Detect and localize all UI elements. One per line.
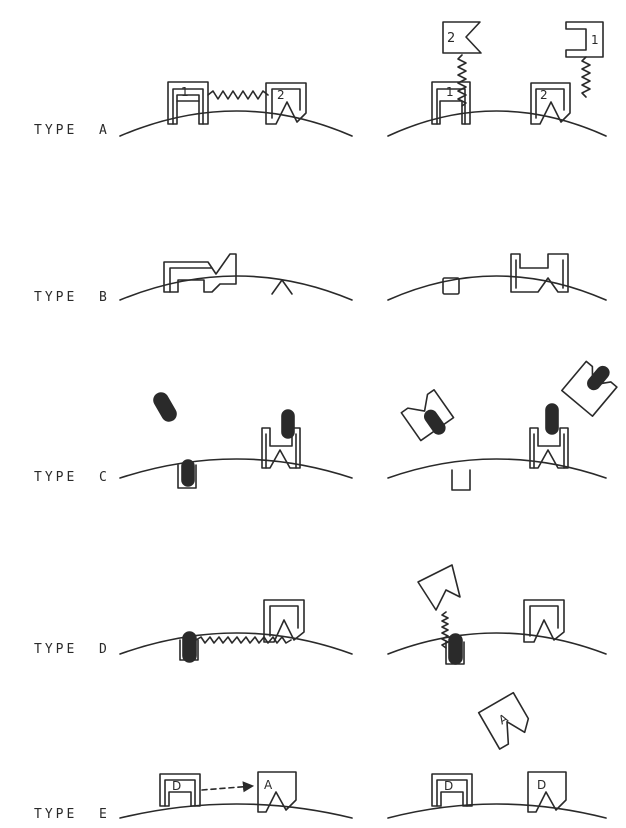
receptor-ligand-pill	[282, 410, 294, 438]
cell-surface-curve	[120, 804, 352, 818]
dashed-arrow	[202, 786, 253, 790]
empty-pocket	[452, 470, 470, 490]
cell-surface-curve	[388, 459, 606, 478]
type-a-right: 2 1 1 2	[388, 22, 606, 136]
receptor-1-label: 1	[181, 85, 189, 99]
receptor-A-label: A	[264, 778, 273, 792]
receptor-2-label: 2	[277, 88, 285, 102]
type-c-left	[120, 391, 352, 488]
ligand-triangle	[272, 280, 292, 294]
cell-surface-curve	[120, 111, 352, 136]
cell-surface-curve	[388, 111, 606, 136]
receptor-D2-label: D	[537, 778, 546, 792]
type-d-left	[120, 600, 352, 662]
type-a-left: 1 2	[120, 82, 352, 136]
spring-d-right	[442, 612, 448, 648]
anchored-ligand-pill-d	[449, 634, 462, 664]
receptor-u-shape	[511, 254, 568, 292]
link-spring	[196, 637, 291, 643]
tilted-ligand-pill	[422, 408, 447, 436]
anchored-ligand-pill	[183, 632, 196, 662]
bound-1-label: 1	[446, 85, 454, 99]
bound-ligand-pill	[182, 460, 194, 486]
floating-A-label: A	[496, 711, 511, 728]
tilted-receptor-group	[401, 390, 457, 446]
link-spring	[208, 91, 268, 99]
cell-surface-curve	[120, 633, 352, 654]
bound-2-label: 2	[540, 88, 548, 102]
receptor-D-label: D	[172, 779, 181, 793]
fused-receptor	[164, 254, 236, 292]
receptor-D1-label: D	[444, 779, 453, 793]
type-b-right	[388, 254, 606, 300]
upright-ligand-pill	[546, 404, 558, 434]
far-tilted-receptor-group	[562, 355, 622, 416]
cell-surface-curve	[388, 276, 606, 300]
type-c-right	[388, 355, 622, 490]
floating-receptor-d	[418, 565, 460, 610]
type-e-right: A D D	[388, 693, 606, 818]
floating-1-label: 1	[591, 33, 599, 47]
far-tilted-ligand-pill	[585, 364, 611, 392]
floating-2-label: 2	[447, 31, 455, 46]
type-b-left	[120, 254, 352, 300]
free-ligand-pill	[151, 391, 178, 424]
cell-surface-curve	[388, 804, 606, 818]
cell-surface-curve	[388, 633, 606, 654]
type-e-left: D A	[120, 772, 352, 818]
spring-right	[582, 57, 590, 97]
floating-receptor-a-group: A	[479, 693, 535, 749]
cell-surface-curve	[120, 459, 352, 478]
type-d-right	[388, 565, 606, 664]
